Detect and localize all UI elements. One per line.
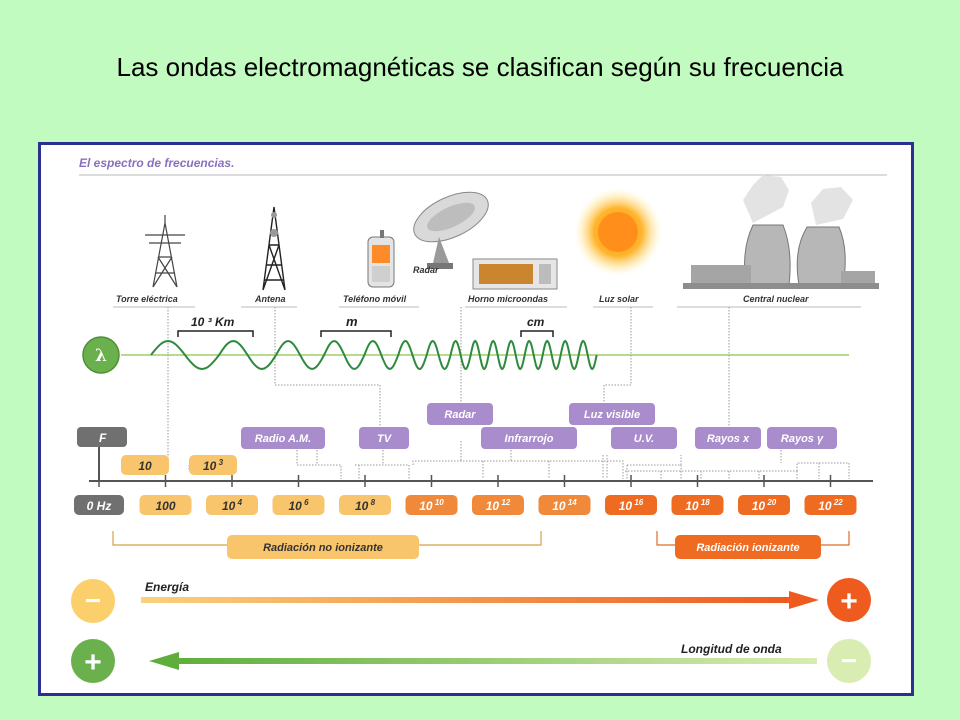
wavelength-wave xyxy=(150,339,598,371)
mobile-phone-icon xyxy=(367,230,395,288)
source-labels: Torre eléctrica Antena Teléfono móvil Ho… xyxy=(113,294,861,308)
diagram-header: El espectro de frecuencias. xyxy=(79,156,234,170)
wavelength-marker-km-label: 10 ³ Km xyxy=(191,315,235,329)
slide-title: Las ondas electromagnéticas se clasifica… xyxy=(116,52,844,82)
frequency-badge xyxy=(206,495,258,515)
source-label-telefono: Teléfono móvil xyxy=(343,294,407,304)
frequency-badge xyxy=(339,495,391,515)
ionizing-label: Radiación ionizante xyxy=(696,542,799,554)
source-label-central: Central nuclear xyxy=(743,294,809,304)
upper-frequency-badge xyxy=(121,455,169,475)
non-ionizing-label: Radiación no ionizante xyxy=(263,542,383,554)
lambda-symbol: λ xyxy=(95,346,107,366)
frequency-symbol: F xyxy=(99,431,107,445)
energy-plus-circle xyxy=(827,578,871,622)
energy-minus-sign: − xyxy=(85,585,101,616)
energy-label: Energía xyxy=(145,580,189,594)
ionizing-badge xyxy=(675,535,821,559)
source-label-antena: Antena xyxy=(254,294,286,304)
power-tower-icon xyxy=(145,215,185,288)
band-rayos-gamma: Rayos γ xyxy=(781,433,824,445)
non-ionizing-badge xyxy=(227,535,419,559)
wavelength-marker-cm-label: cm xyxy=(527,315,545,329)
energy-minus-circle xyxy=(71,579,115,623)
energy-arrow-shaft xyxy=(141,597,791,603)
frequency-badge xyxy=(139,495,192,515)
energy-arrow-head xyxy=(789,591,819,609)
band-labels: Radio A.M. TV Radar Infrarrojo Luz visib… xyxy=(241,403,837,449)
frequency-badge xyxy=(272,495,325,515)
wavelength-minus-circle xyxy=(827,639,871,683)
band-rayos-x: Rayos x xyxy=(707,433,750,445)
frequency-symbol-box xyxy=(77,427,127,447)
wavelength-arrow-head xyxy=(149,652,179,670)
upper-frequency-badge xyxy=(189,455,237,475)
frequency-axis-ticks xyxy=(98,475,832,487)
spectrum-panel: El espectro de frecuencias. Radar xyxy=(38,142,914,696)
frequency-badge xyxy=(738,495,790,515)
frequency-badge xyxy=(671,495,724,515)
radar-dish-icon xyxy=(413,191,489,269)
wavelength-marker-m: m xyxy=(320,314,392,337)
wavelength-arrow-label: Longitud de onda xyxy=(681,642,782,656)
connector-lines xyxy=(167,307,850,479)
frequency-badge xyxy=(538,495,591,515)
band-radio-am: Radio A.M. xyxy=(255,433,311,445)
band-tv: TV xyxy=(377,433,393,445)
frequency-badge xyxy=(804,495,857,515)
band-luz-visible: Luz visible xyxy=(584,409,640,421)
wavelength-arrow-shaft xyxy=(177,658,817,664)
wavelength-plus-sign: + xyxy=(84,646,102,679)
wavelength-marker-m-label: m xyxy=(346,314,358,329)
frequency-badge xyxy=(472,495,524,515)
source-label-luz-solar: Luz solar xyxy=(599,294,639,304)
source-label-torre: Torre eléctrica xyxy=(116,294,178,304)
wavelength-marker-km: 10 ³ Km xyxy=(177,315,254,337)
band-infrarrojo: Infrarrojo xyxy=(505,433,554,445)
antenna-icon xyxy=(262,206,286,291)
frequency-badge xyxy=(74,495,124,515)
wavelength-marker-cm: cm xyxy=(520,315,554,337)
radar-source-label: Radar xyxy=(413,265,439,275)
frequency-label: 100 xyxy=(155,499,175,513)
frequency-badge xyxy=(605,495,657,515)
spectrum-diagram: El espectro de frecuencias. Radar xyxy=(71,156,887,683)
upper-frequency-label: 10 xyxy=(138,459,152,473)
band-radar: Radar xyxy=(444,409,476,421)
wavelength-plus-circle xyxy=(71,639,115,683)
frequency-label: 0 Hz xyxy=(87,499,112,513)
microwave-oven-icon xyxy=(472,258,558,290)
wavelength-minus-sign: − xyxy=(841,645,857,676)
nuclear-plant-icon xyxy=(683,175,879,289)
frequency-badge xyxy=(405,495,458,515)
source-label-horno: Horno microondas xyxy=(468,294,548,304)
energy-plus-sign: + xyxy=(840,585,858,618)
sun-icon xyxy=(574,188,662,276)
lambda-badge xyxy=(82,336,120,374)
band-uv: U.V. xyxy=(634,433,654,445)
